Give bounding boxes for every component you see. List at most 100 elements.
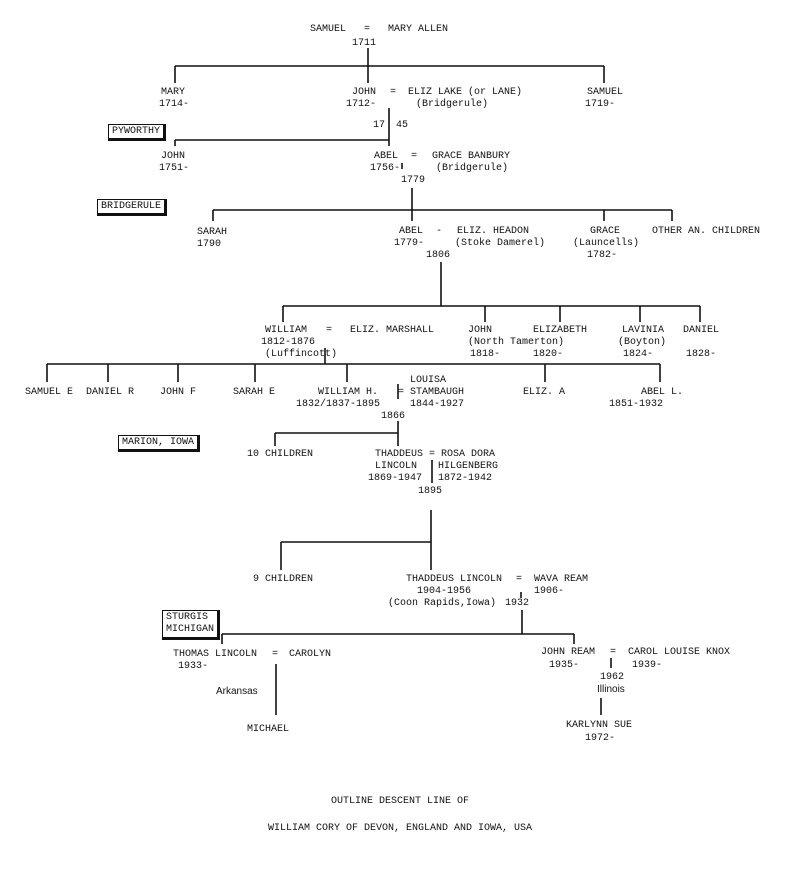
g7-rosa-years: 1872-1942 [438, 473, 493, 484]
g2-samuel-year: 1719- [585, 99, 616, 110]
g8-marriage: 1932 [505, 598, 530, 609]
g5-elizabeth: ELIZABETH [533, 325, 588, 336]
g5-john: JOHN [468, 325, 493, 336]
g6-louisa-years: 1844-1927 [410, 399, 465, 410]
g4-abel: ABEL [399, 226, 424, 237]
g3-abel-year: 1756- [370, 163, 401, 174]
g5-lavinia-place: (Boyton) [618, 337, 667, 348]
g4-wife-place: (Stoke Damerel) [455, 238, 546, 249]
g5-lavinia-year: 1824- [623, 349, 654, 360]
g6-abel-l: ABEL L. [641, 387, 684, 398]
g4-grace-year: 1782- [587, 250, 618, 261]
g5-william-place: (Luffincott) [265, 349, 338, 360]
g7-eq: = [429, 449, 436, 460]
g4-grace-place: (Launcells) [573, 238, 640, 249]
g5-daniel: DANIEL [683, 325, 720, 336]
g8-thaddeus: THADDEUS LINCOLN [406, 574, 503, 585]
g5-john-year: 1818- [470, 349, 501, 360]
g8-eq: = [516, 574, 523, 585]
g5-william-years: 1812-1876 [261, 337, 316, 348]
g4-eq: - [436, 226, 443, 237]
g7-marriage: 1895 [418, 486, 443, 497]
g9-arkansas: Arkansas [216, 686, 258, 697]
g6-louisa-last: STAMBAUGH [410, 387, 465, 398]
place-sturgis-line2: MICHIGAN [166, 624, 215, 635]
g9-carol: CAROL LOUISE KNOX [628, 647, 731, 658]
g4-sarah: SARAH [197, 227, 228, 238]
g2-john-year: 1712- [346, 99, 377, 110]
g1-year: 1711 [352, 38, 377, 49]
place-box-bridgerule: BRIDGERULE [97, 199, 168, 216]
caption-line-2: WILLIAM CORY OF DEVON, ENGLAND AND IOWA,… [267, 823, 533, 834]
g9-john: JOHN REAM [541, 647, 596, 658]
g8-nine-children: 9 CHILDREN [253, 574, 314, 585]
g3-marriage: 1779 [401, 175, 426, 186]
g6-john-f: JOHN F [160, 387, 197, 398]
g6-marriage: 1866 [381, 411, 406, 422]
g8-wava-year: 1906- [534, 586, 565, 597]
g10-karlynn-year: 1972- [585, 733, 616, 744]
g4-wife: ELIZ. HEADON [457, 226, 530, 237]
g5-john-place: (North Tamerton) [468, 337, 565, 348]
g9-marriage-place: Illinois [597, 684, 625, 695]
g4-sarah-year: 1790 [197, 239, 222, 250]
g10-karlynn: KARLYNN SUE [566, 720, 633, 731]
g9-thomas: THOMAS LINCOLN [173, 649, 258, 660]
g2-wife: ELIZ LAKE (or LANE) [408, 87, 523, 98]
g8-wava: WAVA REAM [534, 574, 589, 585]
g3-john: JOHN [161, 151, 186, 162]
g8-thaddeus-years: 1904-1956 [417, 586, 472, 597]
place-sturgis-line1: STURGIS [166, 612, 209, 623]
place-box-marion: MARION, IOWA [118, 435, 201, 452]
g7-ten-children: 10 CHILDREN [247, 449, 314, 460]
g6-daniel-r: DANIEL R [86, 387, 135, 398]
g9-eq1: = [272, 649, 279, 660]
g1-couple: SAMUEL = MARY ALLEN [310, 24, 449, 35]
g4-marriage: 1806 [426, 250, 451, 261]
g2-marriage-a: 17 [373, 120, 386, 131]
g7-thaddeus-years: 1869-1947 [368, 473, 423, 484]
place-box-pyworthy: PYWORTHY [108, 124, 167, 141]
g9-thomas-year: 1933- [178, 661, 209, 672]
g4-abel-year: 1779- [394, 238, 425, 249]
g5-wife: ELIZ. MARSHALL [350, 325, 435, 336]
g9-carol-year: 1939- [632, 660, 663, 671]
g6-william-h: WILLIAM H. [318, 387, 379, 398]
g5-lavinia: LAVINIA [622, 325, 665, 336]
g7-rosa-first: ROSA DORA [441, 449, 496, 460]
g7-thaddeus-first: THADDEUS [375, 449, 424, 460]
g6-louisa-first: LOUISA [410, 375, 447, 386]
g3-abel: ABEL [374, 151, 399, 162]
g3-wife-place: (Bridgerule) [436, 163, 509, 174]
place-box-sturgis: STURGIS MICHIGAN [162, 610, 221, 640]
caption-line-1: OUTLINE DESCENT LINE OF [330, 796, 470, 807]
g6-william-h-years: 1832/1837-1895 [296, 399, 381, 410]
g6-eq: = [398, 387, 405, 398]
g2-eq: = [390, 87, 397, 98]
g9-carolyn: CAROLYN [289, 649, 332, 660]
g4-grace: GRACE [590, 226, 621, 237]
g7-thaddeus-last: LINCOLN [375, 461, 418, 472]
g5-william: WILLIAM [265, 325, 308, 336]
g5-elizabeth-year: 1820- [533, 349, 564, 360]
g10-michael: MICHAEL [247, 724, 290, 735]
g2-samuel: SAMUEL [587, 87, 624, 98]
g9-eq2: = [610, 647, 617, 658]
g3-wife: GRACE BANBURY [432, 151, 511, 162]
g6-samuel-e: SAMUEL E [25, 387, 74, 398]
g6-sarah-e: SARAH E [233, 387, 276, 398]
g3-john-year: 1751- [159, 163, 190, 174]
g3-eq: = [411, 151, 418, 162]
g2-marriage-b: 45 [396, 120, 409, 131]
g4-other-children: OTHER AN. CHILDREN [652, 226, 761, 237]
g5-eq: = [326, 325, 333, 336]
g7-rosa-last: HILGENBERG [438, 461, 499, 472]
g9-john-year: 1935- [549, 660, 580, 671]
g2-john: JOHN [352, 87, 377, 98]
g5-daniel-year: 1828- [686, 349, 717, 360]
g8-thaddeus-place: (Coon Rapids,Iowa) [388, 598, 497, 609]
g2-mary: MARY [161, 87, 186, 98]
g6-eliz-a: ELIZ. A [523, 387, 566, 398]
